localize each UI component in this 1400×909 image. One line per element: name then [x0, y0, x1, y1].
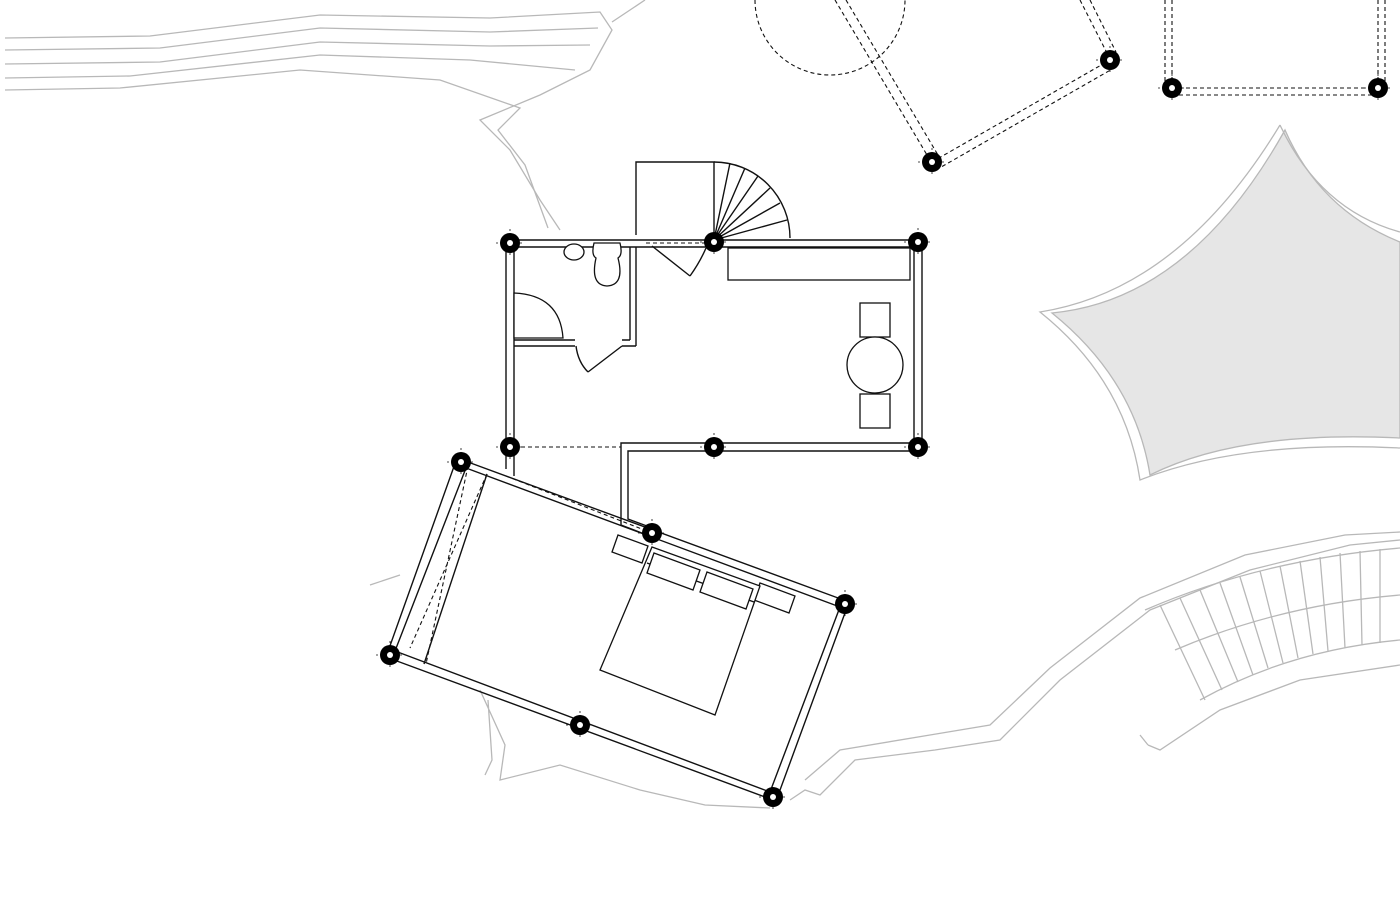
column-marker: [918, 148, 946, 176]
entry-door[interactable]: [651, 245, 707, 277]
bedside-table-left[interactable]: [611, 534, 649, 564]
context-outlines: [4, 0, 1400, 809]
column-marker: [496, 229, 524, 257]
structural-columns: [376, 46, 1392, 811]
bedroom: [385, 457, 850, 802]
column-marker: [496, 433, 524, 461]
chair-top[interactable]: [859, 302, 891, 338]
pillow-left: [646, 552, 701, 591]
bathroom: [513, 242, 637, 373]
column-marker: [1158, 74, 1186, 102]
column-marker: [376, 641, 404, 669]
column-marker: [831, 590, 859, 618]
column-marker: [700, 433, 728, 461]
sink[interactable]: [563, 243, 585, 261]
dining-table[interactable]: [846, 336, 904, 394]
bathroom-door[interactable]: [575, 345, 623, 373]
living-room: [505, 239, 923, 538]
column-marker: [638, 519, 666, 547]
column-marker: [904, 228, 932, 256]
chair-bottom[interactable]: [859, 393, 891, 429]
spiral-staircase: [635, 161, 791, 241]
toilet[interactable]: [592, 242, 622, 287]
column-marker: [759, 783, 787, 811]
column-marker: [700, 228, 728, 256]
corner-shower[interactable]: [513, 292, 564, 339]
column-marker: [1096, 46, 1124, 74]
column-marker: [904, 433, 932, 461]
column-marker: [1364, 74, 1392, 102]
pillow-right: [699, 571, 754, 610]
column-marker: [447, 448, 475, 476]
column-marker: [566, 711, 594, 739]
gray-stair-treads: [1159, 549, 1381, 701]
shaded-canopy: [1050, 128, 1400, 476]
top-structures: [754, 0, 1386, 171]
gray-stair-arc: [1144, 547, 1400, 701]
kitchen-counter: [727, 247, 911, 281]
